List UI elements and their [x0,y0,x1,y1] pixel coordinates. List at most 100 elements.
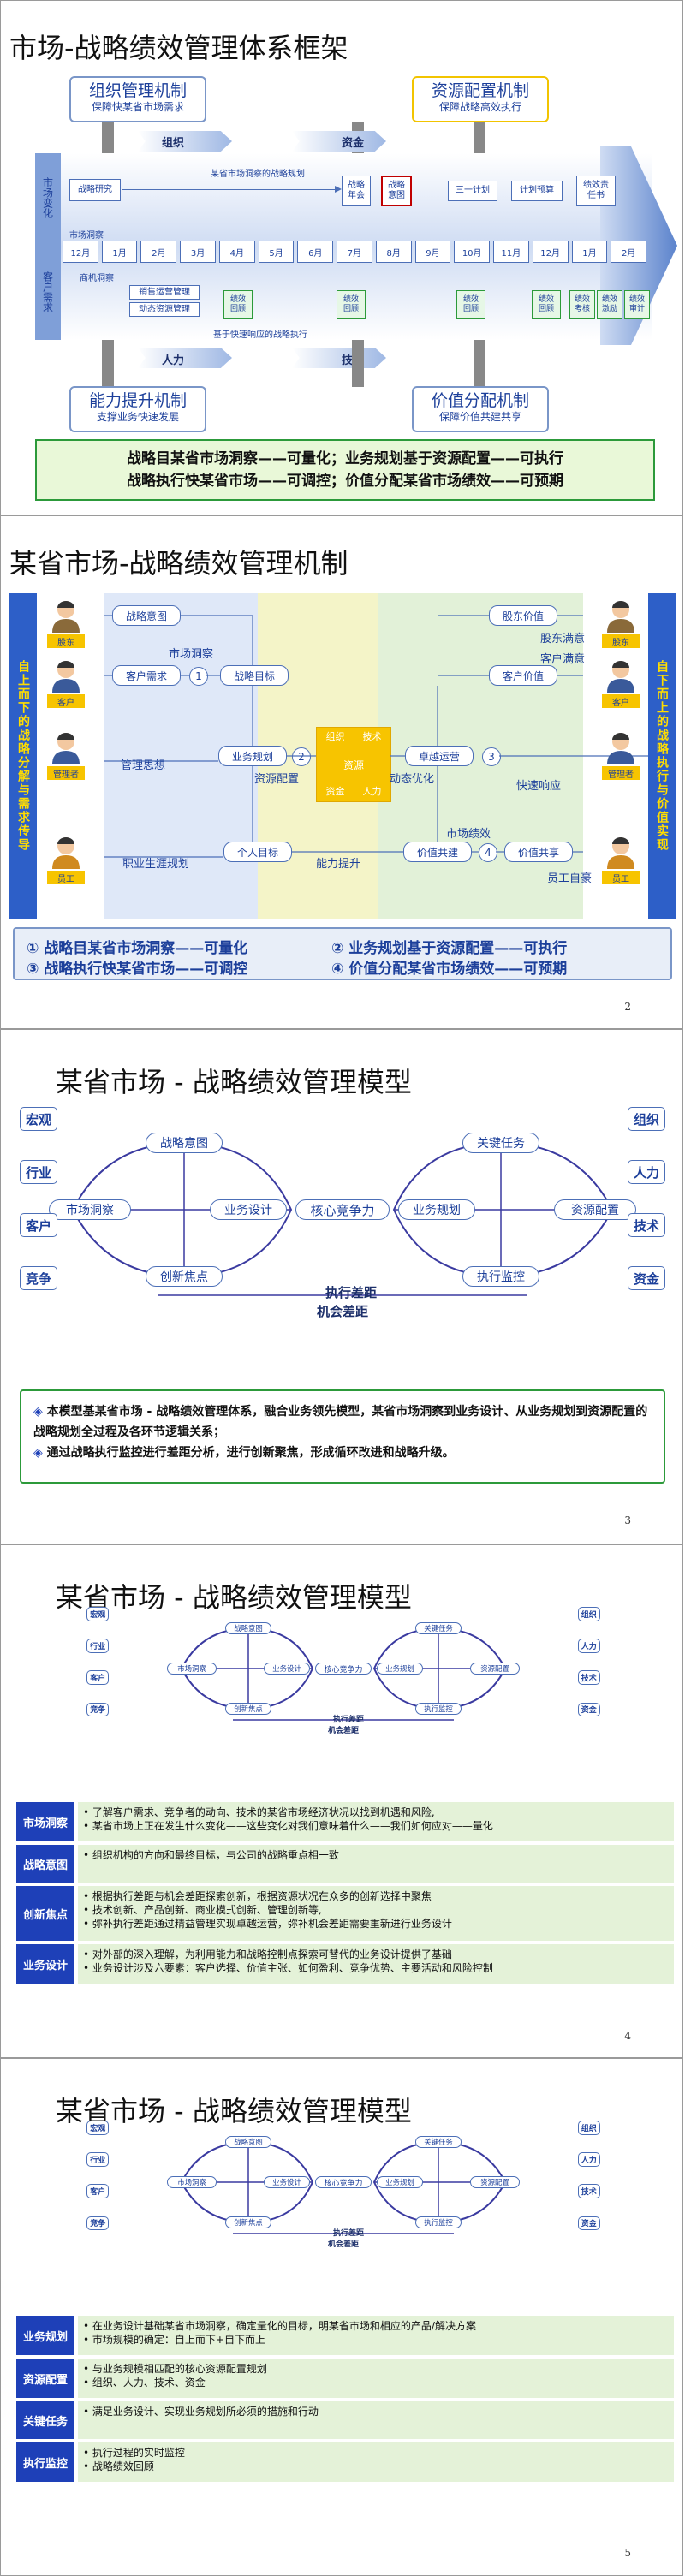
pillar-bottom-2 [352,340,364,387]
row-line: • 执行过程的实时监控 [83,2447,185,2459]
tag-fund: 资金 [342,137,365,150]
right-person: 管理者 [595,730,646,785]
right-person: 股东 [595,598,646,653]
mech-cap-box: 能力提升机制 支撑业务快速发展 [69,386,206,432]
model-diagram: 战略意图市场洞察创新焦点业务设计核心竞争力业务规划关键任务资源配置执行监控执行差… [86,1607,600,1794]
customer-need-box: 客户需求 [112,665,181,686]
pillar-top-1 [102,122,114,157]
dynamic-mgmt-box: 动态资源管理 [129,302,200,317]
num-2: 2 [292,747,311,766]
month-cell: 3月 [180,241,216,263]
left-factor-box: 宏观 [86,1607,110,1621]
pillar-top-3 [474,122,485,157]
exec-gap-label: 执行差距 [325,1285,378,1300]
person-label: 客户 [602,694,640,708]
bullet-2: ◈ 通过战略执行监控进行差距分析，进行创新聚焦，形成循环改进和战略升级。 [33,1446,455,1460]
right-bar [648,593,676,919]
person-label: 员工 [47,871,85,884]
row-line: • 根据执行差距与机会差距探索创新，根据资源状况在众多的创新选择中聚焦 [83,1890,432,1902]
career-label: 职业生涯规划 [122,858,190,871]
row-text: • 在业务设计基础某省市场洞察，确定量化的目标，明某省市场和相应的产品/解决方案… [78,2316,674,2355]
row-text: • 满足业务设计、实现业务规划所必须的措施和行动 [78,2401,674,2439]
month-cell: 11月 [493,241,529,263]
node-exec-monitor: 执行监控 [415,2216,462,2228]
node-intent: 战略意图 [225,1622,271,1635]
point-2: ② 业务规划基于资源配置——可执行 [331,940,568,957]
plan-arrow [122,189,337,190]
step-plan-budget: 计划预算 [511,181,563,201]
left-vertical-label: 自上而下的战略分解与需求传导 [16,660,30,852]
node-insight: 市场洞察 [167,1662,217,1675]
node-biz-plan: 业务规划 [377,2175,423,2189]
end-incentive: 绩效激励 [597,290,622,319]
value-build-box: 价值共建 [403,842,472,862]
bullet-1: ◈ 本模型基某省市场 - 战略绩效管理体系，融合业务领先模型，某省市场洞察到业务… [33,1405,648,1439]
fast-resp-label: 快速响应 [516,780,562,793]
shareholder-sat-label: 股东满意 [540,633,586,645]
slide-title: 某省市场 - 战略绩效管理模型 [56,2095,412,2127]
mech-org-title: 组织管理机制 [88,81,187,100]
point-4: ④ 价值分配某省市场绩效——可预期 [331,961,568,978]
mgmt-thought-label: 管理思想 [121,759,166,772]
right-factor-box: 人力 [628,1160,665,1184]
row-label: 市场洞察 [16,1802,74,1841]
left-factor-box: 行业 [86,2152,110,2167]
num-1: 1 [189,667,208,686]
node-biz-plan: 业务规划 [377,1662,423,1675]
right-factor-box: 技术 [577,1670,600,1686]
review-1: 绩效回顾 [223,290,253,319]
strategy-goal-box: 战略目标 [220,665,289,686]
node-key-task: 关键任务 [415,2136,462,2149]
mech-org-sub: 保障快某省市场需求 [91,101,184,113]
model-diagram: 战略意图市场洞察创新焦点业务设计核心竞争力业务规划关键任务资源配置执行监控执行差… [86,2121,600,2307]
capability-label: 能力提升 [316,858,361,871]
month-cell: 7月 [337,241,372,263]
right-person: 客户 [595,658,646,713]
month-cell: 6月 [297,241,334,263]
description-panel: ◈ 本模型基某省市场 - 战略绩效管理体系，融合业务领先模型，某省市场洞察到业务… [20,1389,665,1484]
person-label: 股东 [602,634,640,648]
personal-goal-box: 个人目标 [223,842,292,862]
right-vertical-label: 自下而上的战略执行与价值实现 [655,660,669,852]
shareholder-value-box: 股东价值 [489,605,557,626]
slide2-arrows [104,615,648,858]
tag-fund-chevron [292,131,386,152]
month-cell: 2月 [140,241,177,263]
person-label: 管理者 [47,766,85,780]
tag-people-chevron [138,348,232,368]
model-svg [71,1141,614,1296]
left-factor-box: 宏观 [20,1107,57,1131]
step-strategy-research: 战略研究 [69,179,121,201]
left-factor-box: 行业 [86,1639,110,1653]
num-3: 3 [482,747,501,766]
right-factor-box: 资金 [628,1266,665,1290]
left-factor-box: 竞争 [20,1266,57,1290]
month-cell: 1月 [101,241,138,263]
points-panel: ① 战略目某省市场洞察——可量化 ② 业务规划基于资源配置——可执行 ③ 战略执… [13,927,672,980]
left-factor-box: 竞争 [86,1702,110,1717]
employee-sat-label: 员工自豪 [547,872,593,885]
row-text: • 组织机构的方向和最终目标，与公司的战略重点相一致 [78,1845,674,1883]
month-cell: 8月 [375,241,412,263]
slide-1: 市场-战略绩效管理体系框架 组织管理机制 保障快某省市场需求 资源配置机制 保障… [0,0,683,515]
row-text: • 对外部的深入理解，为利用能力和战略控制点探索可替代的业务设计提供了基础• 业… [78,1944,674,1984]
row-text: • 根据执行差距与机会差距探索创新，根据资源状况在众多的创新选择中聚焦• 技术创… [78,1886,674,1941]
row-label: 创新焦点 [16,1886,74,1941]
node-exec-monitor: 执行监控 [415,1702,462,1715]
end-audit: 绩效审计 [624,290,650,319]
node-insight: 市场洞察 [167,2175,217,2189]
res-org: 组织 [325,731,345,742]
res-center: 资源 [342,759,364,771]
model-diagram: 战略意图市场洞察创新焦点业务设计核心竞争力业务规划关键任务资源配置执行监控执行差… [1,1107,682,1347]
row-label: 战略意图 [16,1845,74,1883]
node-res-config: 资源配置 [470,1662,520,1675]
row-line: • 市场规模的确定：自上而下+自下而上 [83,2334,265,2346]
model-svg [180,1627,507,1721]
resource-grid: 组织 技术 资源 资金 人力 [316,727,391,802]
left-bar [9,593,37,919]
person-label: 管理者 [602,766,640,780]
month-cell: 2月 [611,241,646,263]
pillar-bottom-3 [474,340,485,387]
month-cell: 10月 [454,241,491,263]
insight-label: 市场洞察 [69,231,104,241]
